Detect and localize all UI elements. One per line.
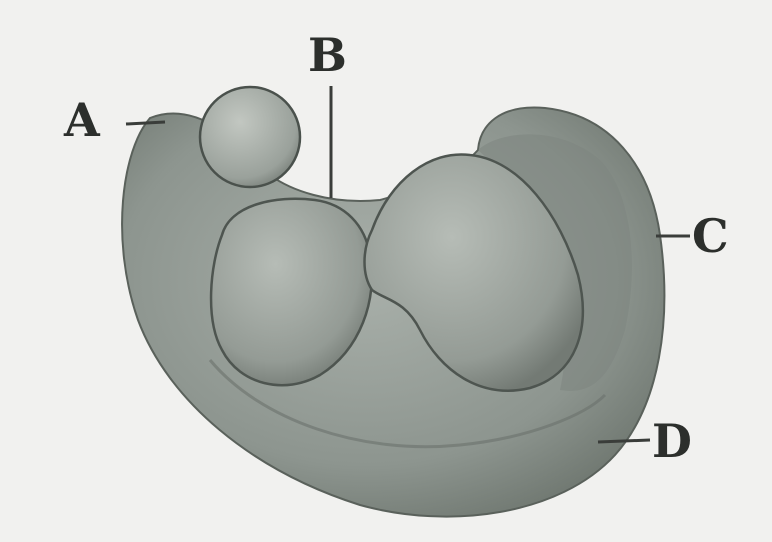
small-sphere [200, 87, 300, 187]
leader-line-a [126, 122, 165, 124]
leader-line-d [598, 440, 650, 442]
label-a: A [64, 97, 100, 143]
label-b: B [308, 32, 347, 78]
label-d: D [652, 418, 692, 464]
label-c: C [692, 213, 729, 259]
